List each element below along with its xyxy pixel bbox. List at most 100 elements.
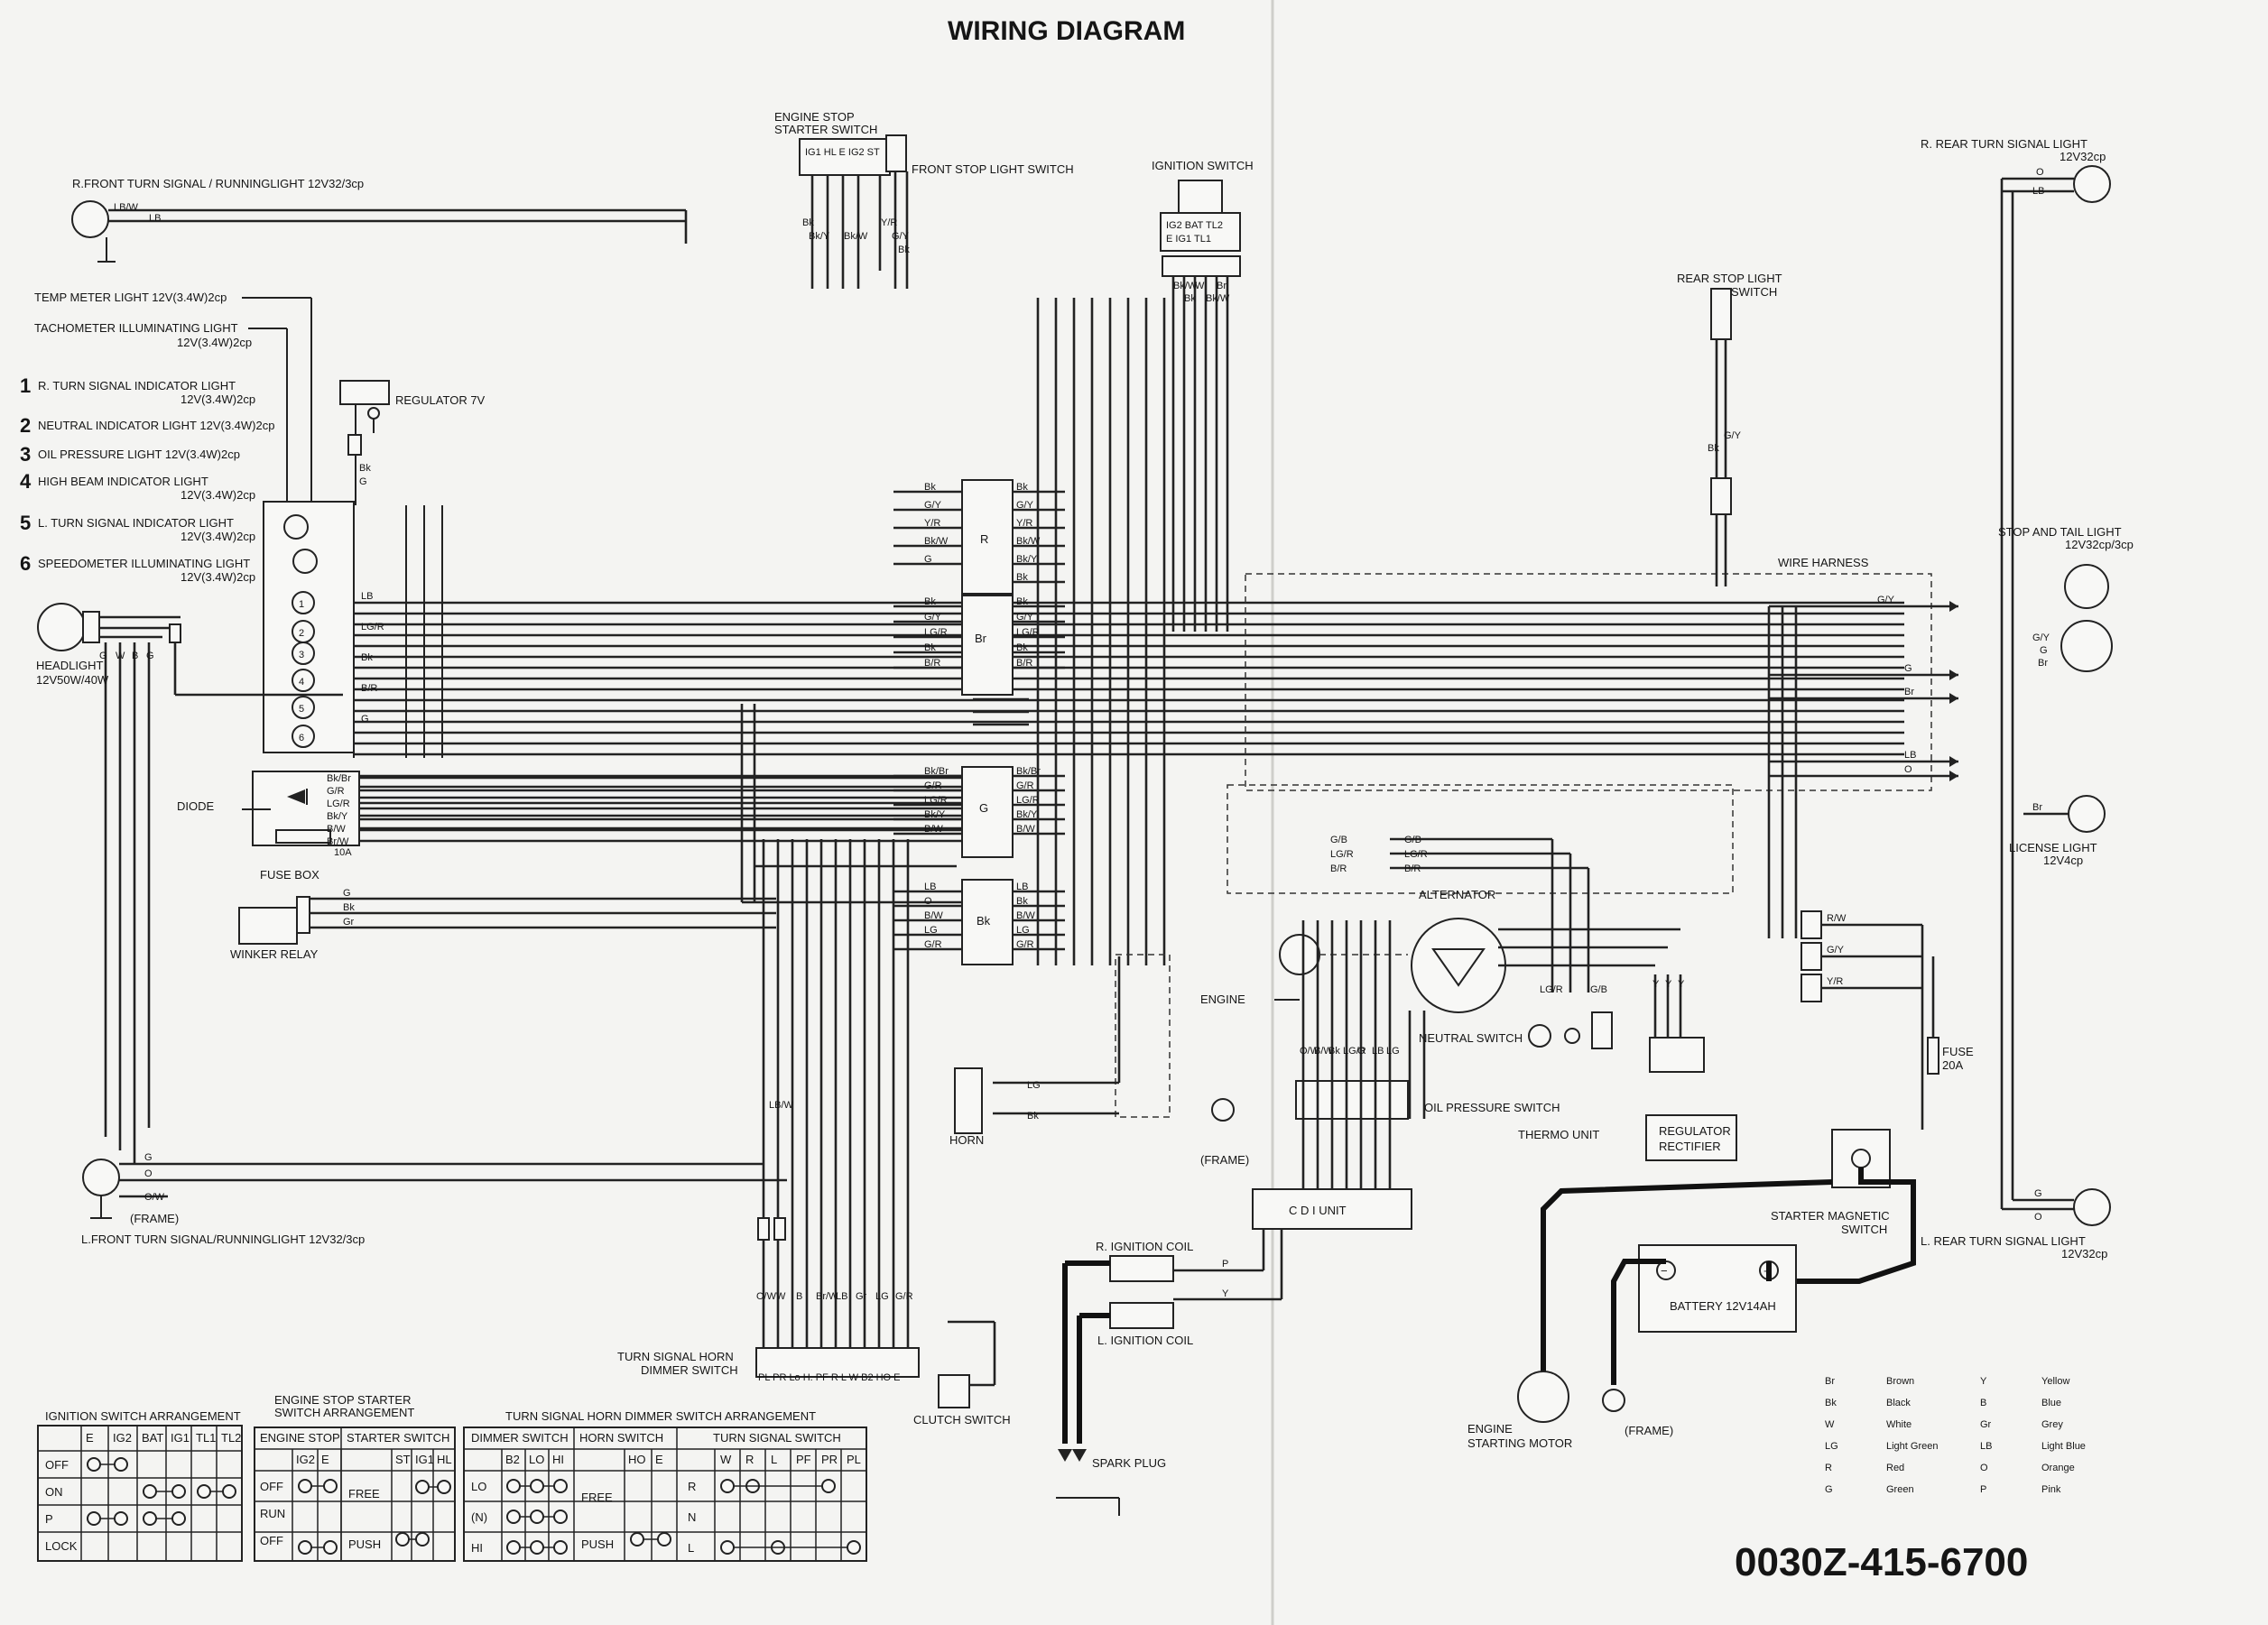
- headlight-icon: [37, 603, 86, 651]
- fuse-20a-icon: [1927, 1037, 1939, 1075]
- wire-code: LG/R: [1330, 849, 1354, 860]
- table-header: HI: [552, 1453, 564, 1466]
- wire-code: P: [1222, 1259, 1228, 1270]
- table-header: PR: [821, 1453, 838, 1466]
- l-rear-turn-label: L. REAR TURN SIGNAL LIGHT: [1921, 1234, 2086, 1248]
- contact-icon: [821, 1479, 836, 1493]
- r-coil-icon: [1109, 1255, 1174, 1282]
- spark-plug-icon: [1058, 1449, 1072, 1462]
- wire-code: Y: [1222, 1288, 1229, 1299]
- table-header: LO: [529, 1453, 544, 1466]
- wire-code: B/R: [1016, 658, 1032, 669]
- wire-code: G/B: [1330, 835, 1347, 845]
- wire-code: G: [1904, 663, 1912, 674]
- regulator-label: REGULATOR 7V: [395, 393, 486, 407]
- wire-code: G/Y: [1827, 945, 1845, 956]
- wire-code: LB: [2032, 186, 2044, 197]
- legend-colour: Black: [1886, 1398, 1911, 1408]
- legend-colour: Light Green: [1886, 1441, 1938, 1452]
- bulb-icon: [2068, 795, 2106, 833]
- wire-code: LB: [836, 1291, 847, 1302]
- wire-code: LB: [924, 882, 936, 892]
- contact-icon: [222, 1484, 236, 1499]
- legend-code: P: [1980, 1484, 1986, 1495]
- table-row-label: FREE: [348, 1487, 380, 1500]
- frame-label: (FRAME): [130, 1212, 179, 1225]
- connector-arrow-icon: [1949, 601, 1958, 612]
- fuse-icon: [773, 1217, 786, 1241]
- legend-colour: Blue: [2041, 1398, 2061, 1408]
- table-row-label: ON: [45, 1485, 63, 1499]
- indicator-number: 5: [299, 704, 304, 715]
- ignition-switch: IGNITION SWITCH IG2 BAT TL2 E IG1 TL1 Bk…: [1152, 159, 1254, 632]
- wire-code: LG/R: [1016, 795, 1040, 806]
- connector-g-block: [961, 766, 1014, 858]
- legend-colour: White: [1886, 1419, 1912, 1430]
- indicator-number-icon: [292, 591, 315, 614]
- wire-code: O: [1904, 764, 1912, 775]
- contact-icon: [553, 1479, 568, 1493]
- table-header: IG2: [113, 1431, 132, 1445]
- wire-code: Bk: [1016, 596, 1028, 607]
- table-header: HO: [628, 1453, 646, 1466]
- table-header: HL: [437, 1453, 452, 1466]
- starter-magnetic-switch: STARTER MAGNETIC SWITCH: [1541, 1129, 1916, 1380]
- neutral-switch-label: NEUTRAL SWITCH: [1419, 1031, 1523, 1045]
- table-title: IGNITION SWITCH ARRANGEMENT: [45, 1409, 241, 1423]
- table-row-label: P: [45, 1512, 53, 1526]
- fuse-20a-label: FUSE: [1942, 1045, 1974, 1058]
- starting-motor-label: ENGINE: [1467, 1422, 1513, 1436]
- switch-housing: [755, 1347, 920, 1378]
- indicator-number: 3: [299, 650, 304, 660]
- thermo-unit-icon: [1591, 1011, 1613, 1049]
- table-title: SWITCH ARRANGEMENT: [274, 1406, 414, 1419]
- fuse-icon: [757, 1217, 770, 1241]
- reg-rect-connector: [1649, 1037, 1705, 1073]
- indicator-number: 6: [20, 552, 31, 575]
- contact-icon: [395, 1532, 410, 1547]
- starting-motor: ENGINE STARTING MOTOR (FRAME): [1467, 1371, 1673, 1450]
- switch-pin-labels: PL PR Lo H. PF R L W B2 HO E: [758, 1372, 901, 1383]
- contact-icon: [298, 1479, 312, 1493]
- fuse-20a: FUSE 20A: [1927, 1037, 1974, 1075]
- fuse-10a-icon: [275, 829, 331, 844]
- wire-code: O/W: [144, 1192, 165, 1203]
- legend-code: O: [1980, 1463, 1988, 1473]
- diode-label: DIODE: [177, 799, 215, 813]
- wire-code: LB/W: [114, 202, 139, 213]
- wire-code: Br/W: [816, 1291, 838, 1302]
- meter-bulb-icon: [292, 549, 318, 574]
- cdi-label: C D I UNIT: [1289, 1204, 1347, 1217]
- starter-motor-cable: [1541, 1179, 1833, 1380]
- contact-icon: [323, 1540, 338, 1555]
- indicator-label: OIL PRESSURE LIGHT 12V(3.4W)2cp: [38, 448, 240, 461]
- wire-code: G/Y: [924, 500, 942, 511]
- wire-code: Bk: [1328, 1046, 1340, 1057]
- l-rear-turn-spec: 12V32cp: [2061, 1247, 2107, 1260]
- bulb-icon: [82, 1159, 120, 1196]
- diode-fusebox: DIODE 10A FUSE BOX Bk/BrG/RLG/RBk/YB/WBr…: [177, 771, 962, 882]
- wire-code: Br: [2032, 802, 2042, 813]
- battery-ground-cable: [1611, 1259, 1666, 1385]
- table-header: R: [745, 1453, 754, 1466]
- legend-code: B: [1980, 1398, 1986, 1408]
- headlight-label: HEADLIGHT: [36, 659, 103, 672]
- indicator-number: 2: [20, 414, 31, 437]
- table-header: BAT: [142, 1431, 163, 1445]
- indicator-spec: 12V(3.4W)2cp: [181, 530, 255, 543]
- frame-ground-icon: [1602, 1389, 1625, 1412]
- wire-code: Br: [1217, 281, 1227, 291]
- wire-code: Bk: [359, 463, 371, 474]
- starter-mag-label: STARTER MAGNETIC: [1771, 1209, 1890, 1223]
- harness-outline: [1245, 573, 1932, 791]
- l-rear-turn-signal: G O L. REAR TURN SIGNAL LIGHT 12V32cp: [1921, 1188, 2111, 1260]
- ignition-coils: R. IGNITION COIL L. IGNITION COIL P Y SP…: [1056, 1229, 1283, 1516]
- license-light: Br LICENSE LIGHT 12V4cp: [2009, 795, 2106, 867]
- wire-code: Br: [2038, 658, 2048, 669]
- reg-rect-label: REGULATOR: [1659, 1124, 1731, 1138]
- wire-code: Bk/Y: [809, 231, 830, 242]
- wire-code: G/Y: [1724, 430, 1742, 441]
- table-header: PF: [796, 1453, 811, 1466]
